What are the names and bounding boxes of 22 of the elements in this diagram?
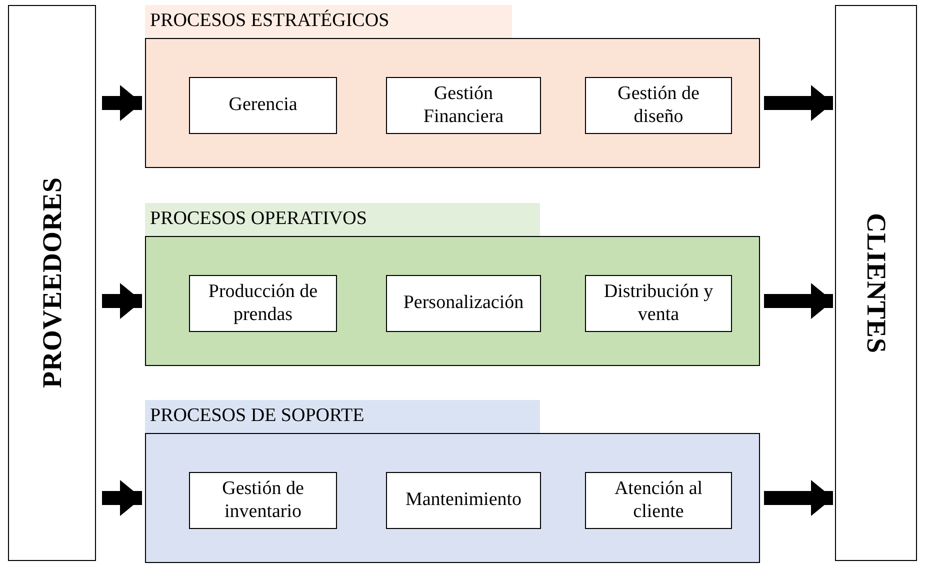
group-heading: PROCESOS OPERATIVOS (145, 203, 540, 236)
block-arrow (764, 480, 833, 516)
entity-box (835, 5, 917, 561)
block-arrow (764, 283, 833, 319)
entity-label: PROVEEDORES (36, 177, 68, 389)
process-box: Gestión de inventario (189, 472, 337, 529)
process-box: Distribución y venta (585, 275, 732, 332)
block-arrow (764, 85, 833, 121)
group-heading: PROCESOS DE SOPORTE (145, 400, 540, 433)
group-heading: PROCESOS ESTRATÉGICOS (145, 5, 512, 38)
entity-label: CLIENTES (860, 212, 892, 354)
process-box: Gestión Financiera (386, 77, 541, 134)
process-box: Gerencia (189, 77, 337, 134)
process-box: Personalización (386, 275, 541, 332)
process-box: Atención al cliente (585, 472, 732, 529)
block-arrow (102, 85, 142, 121)
block-arrow (102, 480, 142, 516)
process-box: Mantenimiento (386, 472, 541, 529)
process-box: Producción de prendas (189, 275, 337, 332)
process-box: Gestión de diseño (585, 77, 732, 134)
entity-box (8, 5, 96, 561)
block-arrow (102, 283, 142, 319)
